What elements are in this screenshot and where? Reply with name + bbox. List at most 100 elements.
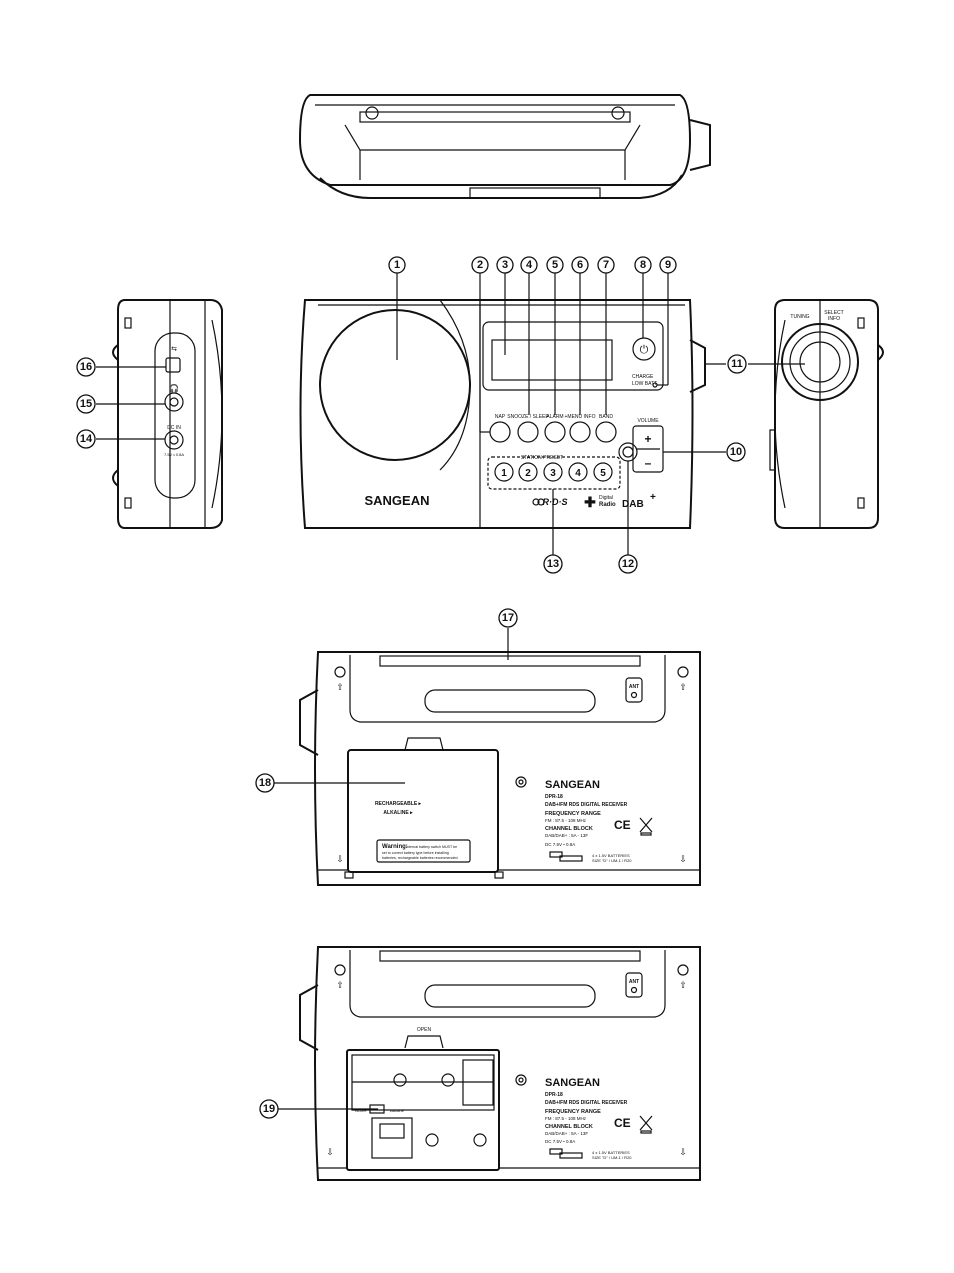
chan-title-2: CHANNEL BLOCK <box>545 1124 593 1130</box>
freq-title-2: FREQUENCY RANGE <box>545 1109 601 1115</box>
svg-text:3: 3 <box>502 259 508 271</box>
svg-text:✚: ✚ <box>584 494 596 510</box>
back-brand-logo-1: SANGEAN <box>545 779 600 791</box>
tuning-label: TUNING <box>790 314 809 320</box>
warning-line-2: set to correct battery type before insta… <box>382 851 449 855</box>
svg-text:15: 15 <box>80 398 92 410</box>
callout-5: 5 <box>546 256 564 274</box>
callout-18: 18 <box>255 773 275 793</box>
right-side-view: TUNING SELECT INFO <box>769 299 884 529</box>
menu-info-label: +MENU INFO <box>565 414 596 420</box>
svg-text:⇩: ⇩ <box>679 854 687 864</box>
band-button[interactable] <box>595 421 617 443</box>
callout-4: 4 <box>520 256 538 274</box>
ant-label-2: ANT <box>629 979 639 985</box>
batteries-2: 4 x 1.5V BATTERIES <box>592 1150 630 1155</box>
nap-label: NAP <box>495 414 506 420</box>
function-buttons: NAP SNOOZE / SLEEP ALARM +MENU INFO BAND <box>489 414 617 443</box>
front-view: ⏻ CHARGE LOW BATT NAP SNOOZE / SLEEP ALA… <box>299 299 706 529</box>
back-view-closed: ⇧ ⇧ ⇩ ⇩ ANT RECHARGEABLE ▸ ALKALINE ▸ Wa… <box>299 651 701 886</box>
svg-text:⇩: ⇩ <box>336 854 344 864</box>
callout-2: 2 <box>471 256 489 274</box>
preset-4-button[interactable] <box>568 462 588 482</box>
svg-text:2: 2 <box>477 259 483 271</box>
callout-7: 7 <box>597 256 615 274</box>
svg-text:1: 1 <box>394 259 400 271</box>
alkaline-label: ALKALINE ▸ <box>383 810 413 816</box>
rds-logo: R·D·S <box>543 497 568 507</box>
callout-3: 3 <box>496 256 514 274</box>
ant-label-1: ANT <box>629 684 639 690</box>
svg-text:17: 17 <box>502 612 514 624</box>
dc-value-2: DC 7.5V ⏓ 0.8A <box>545 1139 575 1144</box>
preset-5-button[interactable] <box>593 462 613 482</box>
warning-title: Warning: <box>382 844 408 850</box>
svg-text:19: 19 <box>263 1103 275 1115</box>
size-2: SIZE "D" / UM-1 / R20 <box>592 1155 632 1160</box>
callout-13: 13 <box>543 554 563 574</box>
svg-text:⇩: ⇩ <box>679 1147 687 1157</box>
dc-rating-label: 7.5V ⏓ 0.8A <box>164 452 184 457</box>
band-label: BAND <box>599 414 613 420</box>
preset-1-button[interactable] <box>494 462 514 482</box>
preset-3-label: 3 <box>550 468 556 479</box>
svg-text:⇧: ⇧ <box>336 682 344 692</box>
callout-17: 17 <box>498 608 518 628</box>
svg-text:⇧: ⇧ <box>679 682 687 692</box>
volume-plus[interactable]: + <box>644 432 651 446</box>
svg-text:⇩: ⇩ <box>326 1147 334 1157</box>
chan-value-1: DAB/DAB+ : 5A - 13F <box>545 833 588 838</box>
callout-14: 14 <box>76 429 96 449</box>
open-label: OPEN <box>417 1027 432 1033</box>
back-brand-logo-2: SANGEAN <box>545 1077 600 1089</box>
size-1: SIZE "D" / UM-1 / R20 <box>592 858 632 863</box>
preset-2-button[interactable] <box>518 462 538 482</box>
alarm-button[interactable] <box>544 421 566 443</box>
svg-text:4: 4 <box>526 259 533 271</box>
low-batt-label: LOW BATT <box>632 381 657 387</box>
station-preset-label: STATION PRESET <box>521 455 563 461</box>
callout-10: 10 <box>726 442 746 462</box>
snooze-sleep-label: SNOOZE / SLEEP <box>507 414 549 420</box>
chan-value-2: DAB/DAB+ : 5A - 13F <box>545 1131 588 1136</box>
left-side-view: ⇆ 🎧 DC IN 7.5V ⏓ 0.8A <box>112 299 223 529</box>
alarm-label: ALARM <box>546 414 563 420</box>
menu-info-button[interactable] <box>569 421 591 443</box>
preset-4-label: 4 <box>575 468 581 479</box>
svg-text:⇆: ⇆ <box>171 346 177 353</box>
leader-lines <box>96 272 805 1110</box>
top-view <box>298 94 711 199</box>
nap-button[interactable] <box>489 421 511 443</box>
rechargeable-label: RECHARGEABLE ▸ <box>375 801 422 807</box>
digital-label: Digital <box>599 495 613 501</box>
volume-label: VOLUME <box>637 418 659 424</box>
chan-title-1: CHANNEL BLOCK <box>545 826 593 832</box>
ni-mh-label: Ni-MH <box>355 1108 366 1113</box>
svg-text:⇧: ⇧ <box>336 980 344 990</box>
svg-text:5: 5 <box>552 259 558 271</box>
callout-16: 16 <box>76 357 96 377</box>
desc-label-1: DAB+/FM RDS DIGITAL RECEIVER <box>545 802 628 808</box>
preset-2-label: 2 <box>525 468 531 479</box>
preset-buttons: 1 2 3 4 5 <box>494 462 613 482</box>
alkaline-switch-label: Alkaline <box>390 1108 405 1113</box>
svg-text:11: 11 <box>731 358 743 370</box>
preset-3-button[interactable] <box>543 462 563 482</box>
warning-line-1: Internal battery switch MUST be <box>406 845 457 849</box>
warning-line-3: batteries, rechargeable batteries recomm… <box>382 856 459 860</box>
svg-text:18: 18 <box>259 777 271 789</box>
dc-value-1: DC 7.5V ⏓ 0.8A <box>545 842 575 847</box>
callout-19: 19 <box>259 1099 279 1119</box>
svg-text:13: 13 <box>547 558 559 570</box>
charge-label: CHARGE <box>632 374 654 380</box>
tuning-knob-front[interactable] <box>618 442 638 462</box>
snooze-sleep-button[interactable] <box>517 421 539 443</box>
desc-label-2: DAB+/FM RDS DIGITAL RECEIVER <box>545 1100 628 1106</box>
back-view-open: ⇧ ⇧ ⇩ ⇩ ANT OPEN Ni-MH Alkaline SANGEAN … <box>299 946 701 1181</box>
svg-text:⏻: ⏻ <box>640 344 649 356</box>
volume-minus[interactable]: – <box>645 456 652 470</box>
callout-1: 1 <box>388 256 406 274</box>
svg-text:16: 16 <box>80 361 92 373</box>
callout-12: 12 <box>618 554 638 574</box>
